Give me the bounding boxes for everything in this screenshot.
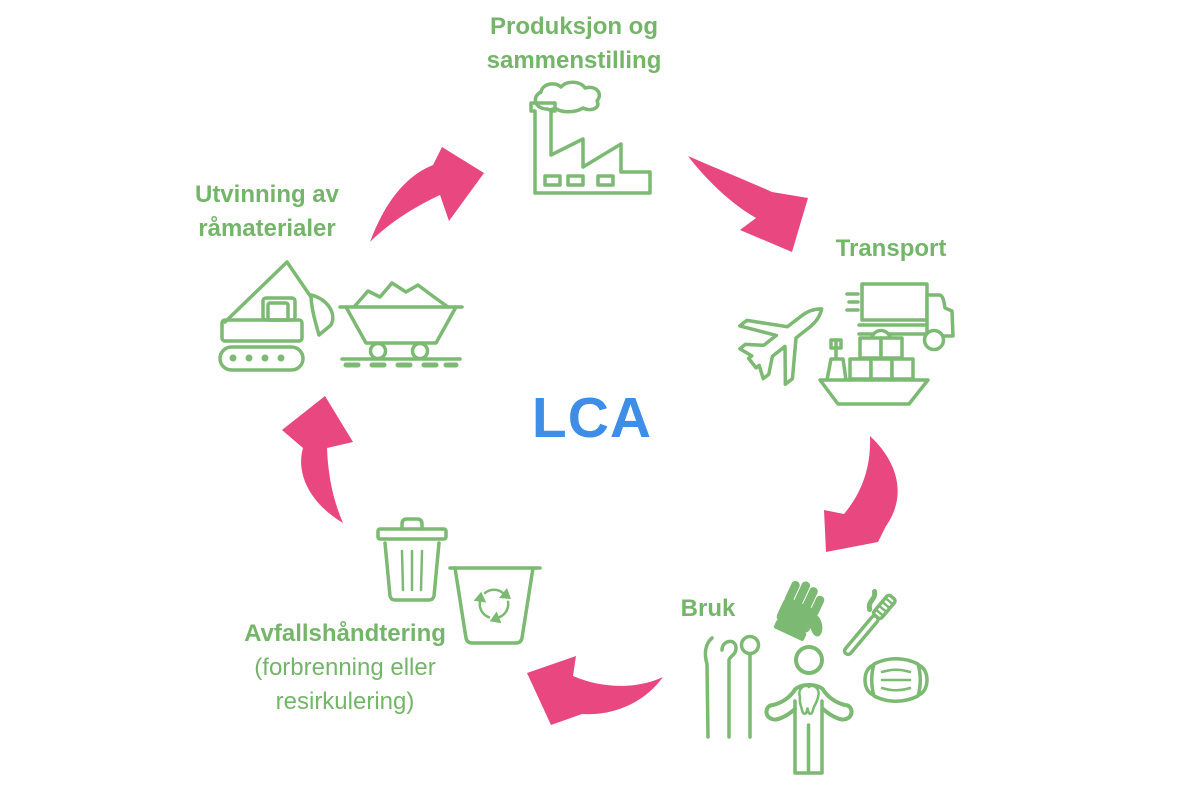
stage-label-line: Avfallshåndtering — [244, 620, 446, 647]
stage-label-line: Transport — [835, 235, 947, 262]
stage-label-line: Utvinning av — [194, 181, 339, 208]
cargo-ship-icon — [818, 336, 930, 406]
cycle-arrow-bruk-to-avfallshandtering — [527, 656, 663, 725]
face-mask-icon — [863, 657, 929, 703]
stage-label-produksjon: Produksjon og sammenstilling — [424, 10, 724, 78]
recycling-bin-icon — [448, 566, 542, 645]
stage-label-avfallshandtering: Avfallshåndtering (forbrenning eller res… — [195, 617, 495, 719]
stage-label-bruk: Bruk — [558, 592, 858, 626]
dentist-figure-icon — [764, 645, 854, 775]
trash-can-icon — [376, 517, 448, 602]
delivery-truck-icon — [845, 282, 955, 352]
dental-instruments-icon — [703, 634, 761, 739]
stage-label-utvinning: Utvinning av råmaterialer — [117, 178, 417, 246]
cycle-arrow-utvinning-to-produksjon — [370, 147, 484, 242]
stage-label-transport: Transport — [741, 232, 1041, 266]
stage-label-line: (forbrenning eller — [254, 654, 436, 681]
stage-label-line: sammenstilling — [486, 47, 662, 74]
stage-label-line: Produksjon og — [490, 13, 658, 40]
glove-icon — [773, 580, 825, 641]
factory-icon — [529, 80, 652, 195]
excavator-icon — [218, 260, 335, 372]
stage-label-line: resirkulering) — [275, 688, 415, 715]
center-title-lca: LCA — [531, 386, 653, 450]
stage-label-line: råmaterialer — [198, 215, 336, 242]
cycle-arrow-produksjon-to-transport — [688, 156, 808, 252]
stage-label-line: Bruk — [680, 595, 736, 622]
toothbrush-icon — [842, 588, 897, 657]
cycle-arrow-transport-to-bruk — [824, 436, 898, 552]
mine-cart-icon — [338, 281, 464, 368]
airplane-icon — [738, 307, 824, 386]
cycle-arrow-avfallshandtering-to-utvinning — [282, 396, 353, 523]
